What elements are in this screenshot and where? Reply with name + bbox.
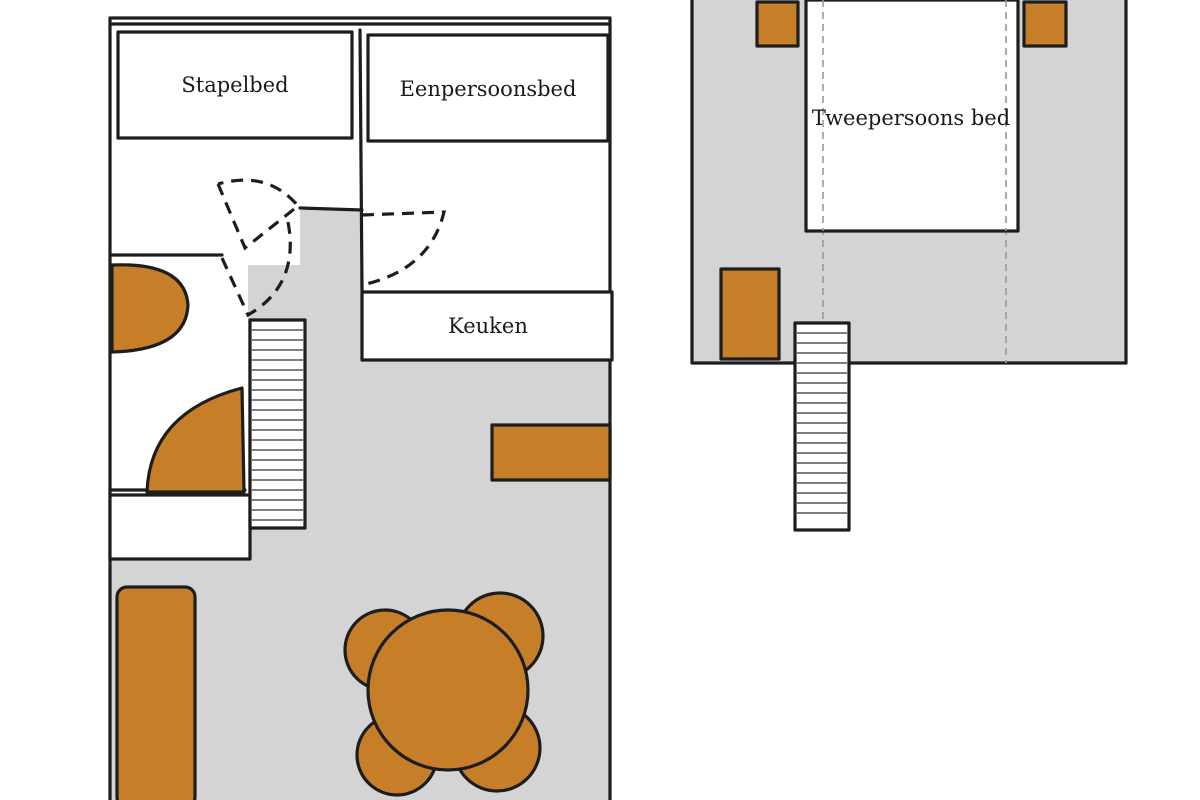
kitchen: Keuken <box>360 290 614 362</box>
single-bed-label: Eenpersoonsbed <box>400 77 577 101</box>
double-bed-label: Tweepersoons bed <box>812 106 1010 130</box>
nightstand-right <box>1022 0 1068 48</box>
bunk-bed-label: Stapelbed <box>181 73 288 97</box>
shower <box>145 386 246 494</box>
staircase-upper <box>793 321 851 532</box>
bedroom-door-left-lower <box>220 221 292 318</box>
nightstand-left <box>755 0 800 48</box>
dining-table <box>343 591 545 797</box>
single-bed: Eenpersoonsbed <box>366 33 610 143</box>
bedroom-door-left <box>216 178 301 251</box>
outer-wall <box>108 16 612 800</box>
bedroom-door-right <box>361 210 447 287</box>
upper-floor: Tweepersoons bed <box>690 0 1128 532</box>
bunk-bed: Stapelbed <box>116 30 354 140</box>
ground-floor: Stapelbed Eenpersoonsbed Keuken <box>108 16 614 800</box>
double-bed: Tweepersoons bed <box>804 0 1020 233</box>
sink <box>110 263 190 354</box>
table-top <box>366 608 530 772</box>
partition-wall <box>108 28 364 492</box>
bathroom-step <box>108 493 252 561</box>
sofa <box>115 585 197 800</box>
kitchen-label: Keuken <box>448 314 528 338</box>
counter <box>490 423 612 482</box>
upper-outer-wall <box>690 0 1128 365</box>
wardrobe <box>719 267 781 361</box>
staircase-ground <box>248 318 307 530</box>
